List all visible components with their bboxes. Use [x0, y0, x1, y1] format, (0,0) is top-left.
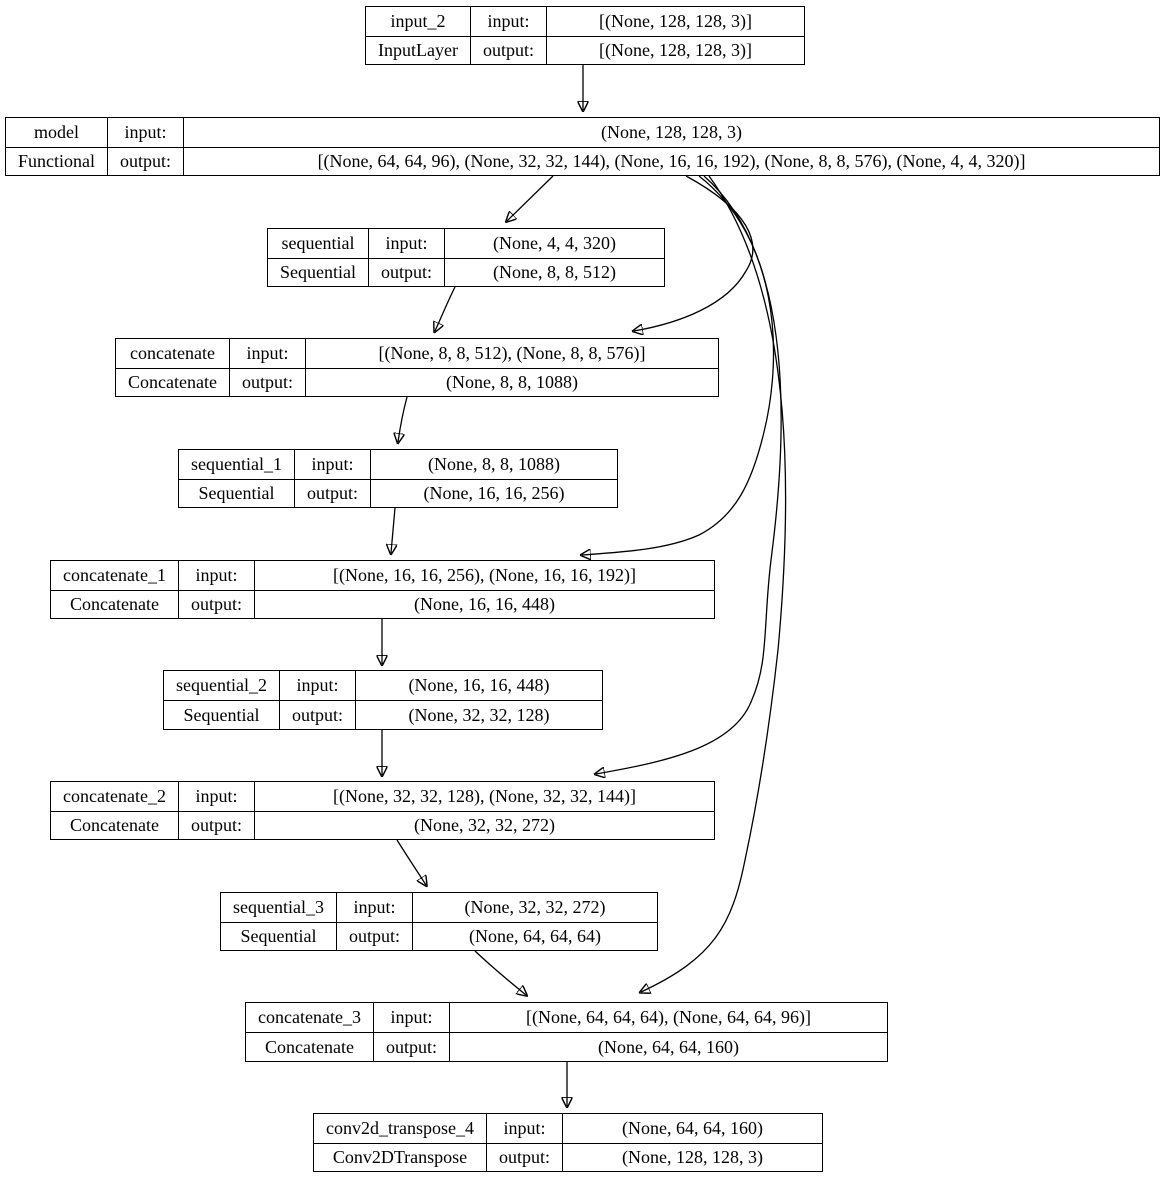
- layer-type: InputLayer: [366, 35, 470, 65]
- layer-input-shape: (None, 16, 16, 448): [355, 671, 602, 700]
- input-label: input:: [177, 561, 254, 590]
- output-label: output:: [293, 478, 370, 507]
- node-model: model input: (None, 128, 128, 3) Functio…: [5, 117, 1160, 176]
- layer-name: model: [34, 121, 79, 142]
- layer-name: sequential_3: [233, 896, 324, 917]
- node-sequential: sequential input: (None, 4, 4, 320) Sequ…: [267, 228, 665, 287]
- edge-concatenate_2-to-sequential_3: [396, 839, 426, 885]
- layer-type: Concatenate: [51, 810, 178, 840]
- input-label: input:: [485, 1114, 562, 1143]
- layer-input-shape: [(None, 16, 16, 256), (None, 16, 16, 192…: [253, 561, 714, 590]
- layer-output-shape: (None, 8, 8, 1088): [304, 367, 718, 396]
- node-concatenate_2: concatenate_2 input: [(None, 32, 32, 128…: [50, 781, 715, 840]
- layer-output-shape: (None, 8, 8, 512): [444, 257, 664, 286]
- output-label: output:: [177, 810, 254, 839]
- layer-input-shape: (None, 4, 4, 320): [444, 229, 664, 258]
- layer-input-shape: (None, 128, 128, 3): [183, 118, 1159, 147]
- layer-output-shape: (None, 16, 16, 256): [370, 478, 617, 507]
- layer-name: sequential: [281, 232, 355, 253]
- layer-output-shape: (None, 128, 128, 3): [562, 1142, 822, 1171]
- layer-type: Sequential: [164, 700, 279, 729]
- node-sequential_2: sequential_2 input: (None, 16, 16, 448) …: [163, 670, 603, 730]
- layer-name: sequential_1: [191, 453, 282, 474]
- node-input_2: input_2 input: [(None, 128, 128, 3)] Inp…: [365, 6, 805, 65]
- node-sequential_1: sequential_1 input: (None, 8, 8, 1088) S…: [178, 449, 618, 508]
- input-label: input:: [372, 1003, 449, 1032]
- layer-name: concatenate: [130, 342, 215, 363]
- layer-output-shape: [(None, 128, 128, 3)]: [545, 35, 804, 64]
- input-label: input:: [367, 229, 444, 258]
- output-label: output:: [335, 921, 412, 950]
- layer-type: Sequential: [221, 921, 336, 951]
- layer-name: concatenate_2: [63, 785, 166, 806]
- input-label: input:: [335, 893, 412, 922]
- layer-output-shape: (None, 32, 32, 128): [355, 700, 602, 729]
- layer-output-shape: [(None, 64, 64, 96), (None, 32, 32, 144)…: [183, 146, 1159, 175]
- layer-name: input_2: [390, 10, 446, 31]
- layer-name: concatenate_3: [258, 1007, 361, 1027]
- output-label: output:: [469, 35, 546, 64]
- edge-sequential_3-to-concatenate_3: [474, 950, 526, 995]
- layer-type: Functional: [6, 146, 107, 176]
- node-concatenate: concatenate input: [(None, 8, 8, 512), (…: [115, 338, 719, 397]
- layer-input-shape: [(None, 32, 32, 128), (None, 32, 32, 144…: [253, 782, 714, 811]
- layer-name: conv2d_transpose_4: [326, 1117, 474, 1138]
- layer-output-shape: (None, 64, 64, 160): [448, 1032, 887, 1061]
- edge-model-to-sequential: [507, 175, 554, 221]
- node-sequential_3: sequential_3 input: (None, 32, 32, 272) …: [220, 892, 658, 951]
- layer-type: Conv2DTranspose: [314, 1142, 486, 1172]
- input-label: input:: [228, 339, 305, 368]
- output-label: output:: [107, 146, 184, 175]
- output-label: output:: [278, 700, 355, 729]
- input-label: input:: [107, 118, 183, 147]
- node-conv2d_transpose_4: conv2d_transpose_4 input: (None, 64, 64,…: [313, 1113, 823, 1172]
- input-label: input:: [177, 782, 254, 811]
- layer-output-shape: (None, 16, 16, 448): [253, 589, 714, 618]
- node-concatenate_1: concatenate_1 input: [(None, 16, 16, 256…: [50, 560, 715, 619]
- layer-type: Concatenate: [246, 1032, 373, 1061]
- layer-input-shape: [(None, 64, 64, 64), (None, 64, 64, 96)]: [448, 1003, 887, 1032]
- layer-output-shape: (None, 32, 32, 272): [253, 810, 714, 839]
- edge-sequential-to-concatenate: [435, 286, 456, 331]
- output-label: output:: [372, 1032, 449, 1061]
- layer-type: Concatenate: [51, 589, 178, 619]
- input-label: input:: [278, 671, 355, 700]
- layer-name: concatenate_1: [63, 564, 166, 585]
- layer-input-shape: [(None, 8, 8, 512), (None, 8, 8, 576)]: [304, 339, 718, 368]
- layer-type: Concatenate: [116, 367, 229, 397]
- layer-input-shape: (None, 64, 64, 160): [562, 1114, 822, 1143]
- layer-output-shape: (None, 64, 64, 64): [412, 921, 657, 950]
- input-label: input:: [293, 450, 370, 479]
- layer-input-shape: [(None, 128, 128, 3)]: [545, 7, 804, 36]
- layer-type: Sequential: [268, 257, 368, 287]
- output-label: output:: [228, 367, 305, 396]
- output-label: output:: [367, 257, 444, 286]
- output-label: output:: [177, 589, 254, 618]
- node-concatenate_3: concatenate_3 input: [(None, 64, 64, 64)…: [245, 1002, 888, 1062]
- edge-sequential_1-to-concatenate_1: [391, 507, 395, 553]
- layer-input-shape: (None, 8, 8, 1088): [370, 450, 617, 479]
- layer-type: Sequential: [179, 478, 294, 508]
- edge-concatenate-to-sequential_1: [398, 396, 408, 442]
- output-label: output:: [485, 1142, 562, 1171]
- layer-name: sequential_2: [176, 675, 267, 695]
- layer-input-shape: (None, 32, 32, 272): [412, 893, 657, 922]
- input-label: input:: [469, 7, 546, 36]
